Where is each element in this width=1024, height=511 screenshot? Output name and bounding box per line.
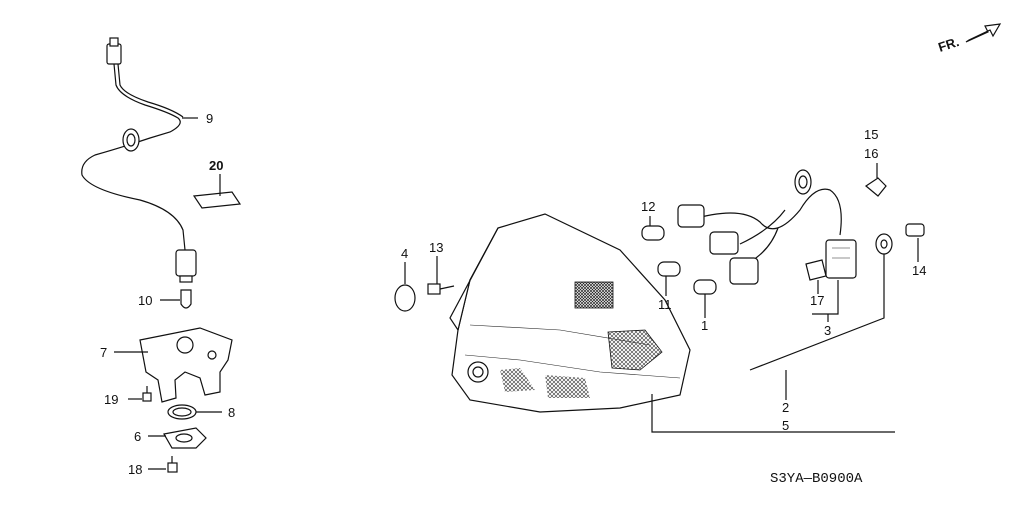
label-6: 6 bbox=[134, 429, 141, 444]
screw-19 bbox=[142, 386, 152, 402]
screw-13 bbox=[427, 283, 455, 295]
label-4: 4 bbox=[401, 246, 408, 261]
label-13: 13 bbox=[429, 240, 443, 255]
clip-17 bbox=[805, 259, 827, 281]
label-18: 18 bbox=[128, 462, 142, 477]
label-16: 16 bbox=[864, 146, 878, 161]
label-12: 12 bbox=[641, 199, 655, 214]
label-14: 14 bbox=[912, 263, 926, 278]
label-3: 3 bbox=[824, 323, 831, 338]
leader-lines bbox=[114, 117, 919, 470]
license-light-assembly bbox=[81, 37, 242, 473]
bulb-11 bbox=[657, 261, 681, 277]
bulb-10 bbox=[180, 289, 192, 309]
connector-part bbox=[106, 43, 122, 65]
license-light-housing-7 bbox=[139, 327, 233, 403]
bulb-socket bbox=[175, 249, 197, 277]
front-arrow-icon bbox=[965, 23, 1002, 43]
wire-harness-9 bbox=[81, 63, 186, 251]
harness-connector bbox=[825, 239, 857, 279]
cap-4 bbox=[394, 284, 416, 312]
label-15: 15 bbox=[864, 127, 878, 142]
bolt-14 bbox=[905, 223, 925, 237]
front-direction-indicator: FR. bbox=[936, 23, 1002, 55]
label-17: 17 bbox=[810, 293, 824, 308]
bulb-1 bbox=[693, 279, 717, 295]
label-10: 10 bbox=[138, 293, 152, 308]
label-7: 7 bbox=[100, 345, 107, 360]
tail-light-lens bbox=[449, 213, 895, 433]
label-8: 8 bbox=[228, 405, 235, 420]
screw-18 bbox=[167, 456, 178, 473]
lens-reflector-right bbox=[607, 329, 663, 371]
label-5: 5 bbox=[782, 418, 789, 433]
part-labels: 9 20 10 7 19 8 6 18 4 13 12 11 1 17 3 15… bbox=[100, 111, 926, 477]
pad-20 bbox=[192, 191, 242, 209]
label-20: 20 bbox=[209, 158, 223, 173]
label-1: 1 bbox=[701, 318, 708, 333]
lens-reflector-top bbox=[574, 281, 614, 309]
tail-light-harness-3 bbox=[677, 169, 857, 285]
diagram-code: S3YA—B0900A bbox=[770, 471, 863, 487]
fr-label: FR. bbox=[936, 34, 961, 55]
label-2: 2 bbox=[782, 400, 789, 415]
washer bbox=[875, 233, 893, 255]
label-19: 19 bbox=[104, 392, 118, 407]
bulb-12 bbox=[641, 225, 665, 241]
nut-15-16 bbox=[864, 177, 887, 197]
label-9: 9 bbox=[206, 111, 213, 126]
label-11: 11 bbox=[658, 297, 672, 312]
